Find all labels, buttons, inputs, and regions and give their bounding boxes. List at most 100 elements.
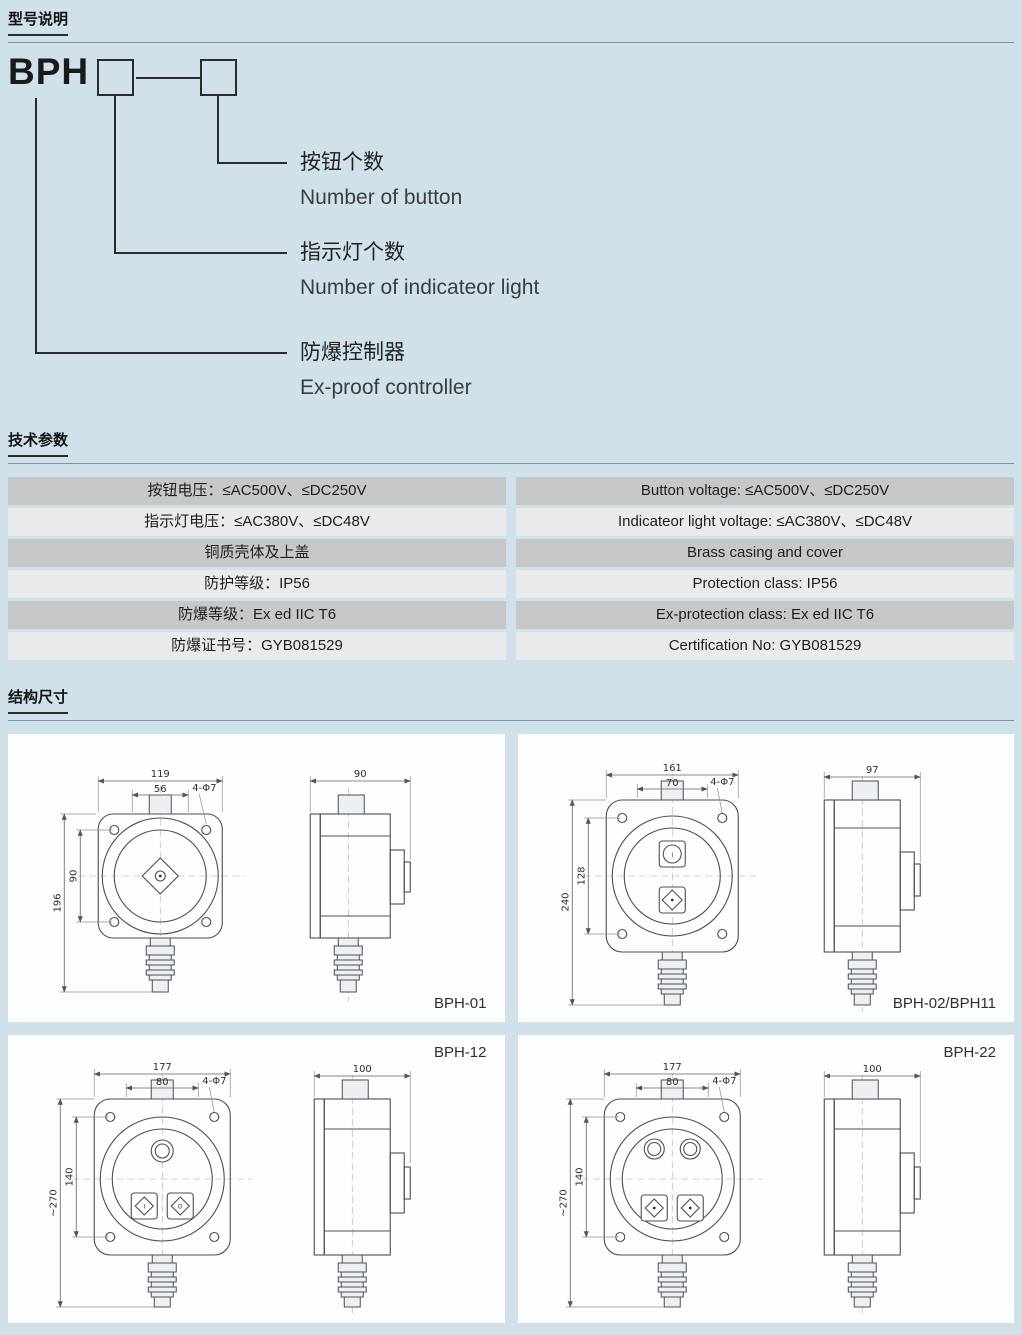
control-mark: O [178,1204,183,1211]
model-code-diagram: BPH 按钮个数 Number of button 指示灯个数 Number o… [8,51,1014,403]
panel-label: BPH-01 [433,995,487,1012]
dim-width-inner: 80 [665,1077,678,1088]
indicator-light-symbol [679,1138,701,1160]
callout-exproof-controller: 防爆控制器 Ex-proof controller [300,341,472,400]
side-view: 100 [823,1064,921,1315]
technical-drawing-bph-12: I O 177 80 4-Φ7 [48,1062,411,1315]
technical-drawing-bph-22: 177 80 4-Φ7 ~270 140 [558,1062,921,1315]
connector-line [35,98,37,354]
dim-side-width: 100 [353,1064,372,1075]
section-heading-dimensions-text: 结构尺寸 [8,686,69,714]
panel-bph-12: I O 177 80 4-Φ7 [8,1035,505,1323]
model-box-indicator-count [97,59,134,96]
front-view: I O [72,1073,253,1308]
front-view: I [583,774,760,1006]
connector-line [35,352,287,354]
callout-en: Ex-proof controller [300,376,472,399]
param-cell-zh: 防护等级：IP56 [8,570,506,598]
callout-en: Number of button [300,186,463,209]
section-heading-params-text: 技术参数 [8,429,69,457]
callout-zh: 按钮个数 [300,151,384,174]
dim-width-outer: 177 [662,1062,681,1073]
control-mark: I [671,852,673,859]
param-cell-zh: 防爆等级：Ex ed IIC T6 [8,601,506,629]
panel-bph-22: 177 80 4-Φ7 ~270 140 [517,1035,1014,1323]
indicator-light-symbol [150,1139,174,1163]
side-view: 90 [309,769,411,1002]
panel-bph-01: 119 56 4-Φ7 196 90 [8,734,505,1022]
callout-button-count: 按钮个数 Number of button [300,151,462,210]
control-mark: I [143,1204,145,1211]
section-heading-model: 型号说明 [8,8,1014,43]
param-cell-en: Button voltage: ≤AC500V、≤DC250V [516,477,1014,505]
dim-height-outer: 240 [560,892,571,911]
dim-holes: 4-Φ7 [710,777,734,788]
panel-bph-02-bph11: I 161 70 4-Φ7 [517,734,1014,1022]
button-symbol [640,1194,668,1222]
section-heading-dimensions: 结构尺寸 [8,686,1014,721]
connector-line [217,96,219,164]
front-view [78,786,245,993]
dim-height-outer: 196 [52,893,63,912]
dim-height-inner: 128 [576,866,587,885]
indicator-button-symbol: I [658,840,686,868]
callout-indicator-count: 指示灯个数 Number of indicateor light [300,241,539,300]
callout-zh: 防爆控制器 [300,341,405,364]
connector-line [114,252,287,254]
dim-side-width: 100 [862,1064,881,1075]
panel-label: BPH-12 [433,1044,487,1061]
callout-en: Number of indicateor light [300,276,540,299]
dim-height-inner: 140 [64,1167,75,1186]
dim-width-outer: 119 [151,769,170,780]
dim-holes: 4-Φ7 [202,1076,226,1087]
connector-line [217,162,287,164]
param-cell-zh: 防爆证书号：GYB081529 [8,632,506,660]
section-heading-params: 技术参数 [8,429,1014,464]
param-cell-zh: 铜质壳体及上盖 [8,539,506,567]
dim-height-inner: 90 [68,870,79,883]
model-code: BPH [8,51,90,92]
params-table: 按钮电压：≤AC500V、≤DC250V Button voltage: ≤AC… [8,477,1014,660]
technical-drawing-bph-02: I 161 70 4-Φ7 [560,763,921,1012]
dim-width-inner: 80 [156,1077,169,1088]
front-view [581,1073,762,1308]
front-dimensions: 177 80 4-Φ7 ~270 140 [558,1062,741,1308]
button-symbol [141,857,180,895]
connector-line [136,77,200,79]
dim-side-width: 97 [865,765,878,776]
front-dimensions: 177 80 4-Φ7 ~270 140 [48,1062,231,1308]
dim-width-inner: 56 [154,784,167,795]
panel-label: BPH-02/BPH11 [892,995,996,1012]
param-cell-en: Certification No: GYB081529 [516,632,1014,660]
dim-side-width: 90 [354,769,367,780]
dimension-panels: 119 56 4-Φ7 196 90 [8,734,1014,1323]
technical-drawing-bph-01: 119 56 4-Φ7 196 90 [52,769,411,1002]
param-cell-en: Indicateor light voltage: ≤AC380V、≤DC48V [516,508,1014,536]
model-box-button-count [200,59,237,96]
dim-height-outer: ~270 [558,1189,569,1216]
button-symbol: I [130,1192,158,1220]
button-symbol: O [166,1192,194,1220]
indicator-light-symbol [643,1138,665,1160]
param-cell-zh: 指示灯电压：≤AC380V、≤DC48V [8,508,506,536]
side-view: 97 [823,765,921,1012]
callout-zh: 指示灯个数 [300,241,405,264]
dim-holes: 4-Φ7 [192,783,216,794]
front-dimensions: 161 70 4-Φ7 240 128 [560,763,739,1006]
section-heading-model-text: 型号说明 [8,8,69,36]
param-cell-en: Protection class: IP56 [516,570,1014,598]
side-view: 100 [313,1064,411,1315]
front-dimensions: 119 56 4-Φ7 196 90 [52,769,223,993]
dim-height-outer: ~270 [48,1189,59,1216]
param-cell-en: Ex-protection class: Ex ed IIC T6 [516,601,1014,629]
param-cell-zh: 按钮电压：≤AC500V、≤DC250V [8,477,506,505]
dim-width-inner: 70 [665,778,678,789]
param-cell-en: Brass casing and cover [516,539,1014,567]
dim-width-outer: 161 [662,763,681,774]
button-symbol [676,1194,704,1222]
dim-height-inner: 140 [574,1167,585,1186]
dim-width-outer: 177 [153,1062,172,1073]
connector-line [114,96,116,254]
dim-holes: 4-Φ7 [712,1076,736,1087]
